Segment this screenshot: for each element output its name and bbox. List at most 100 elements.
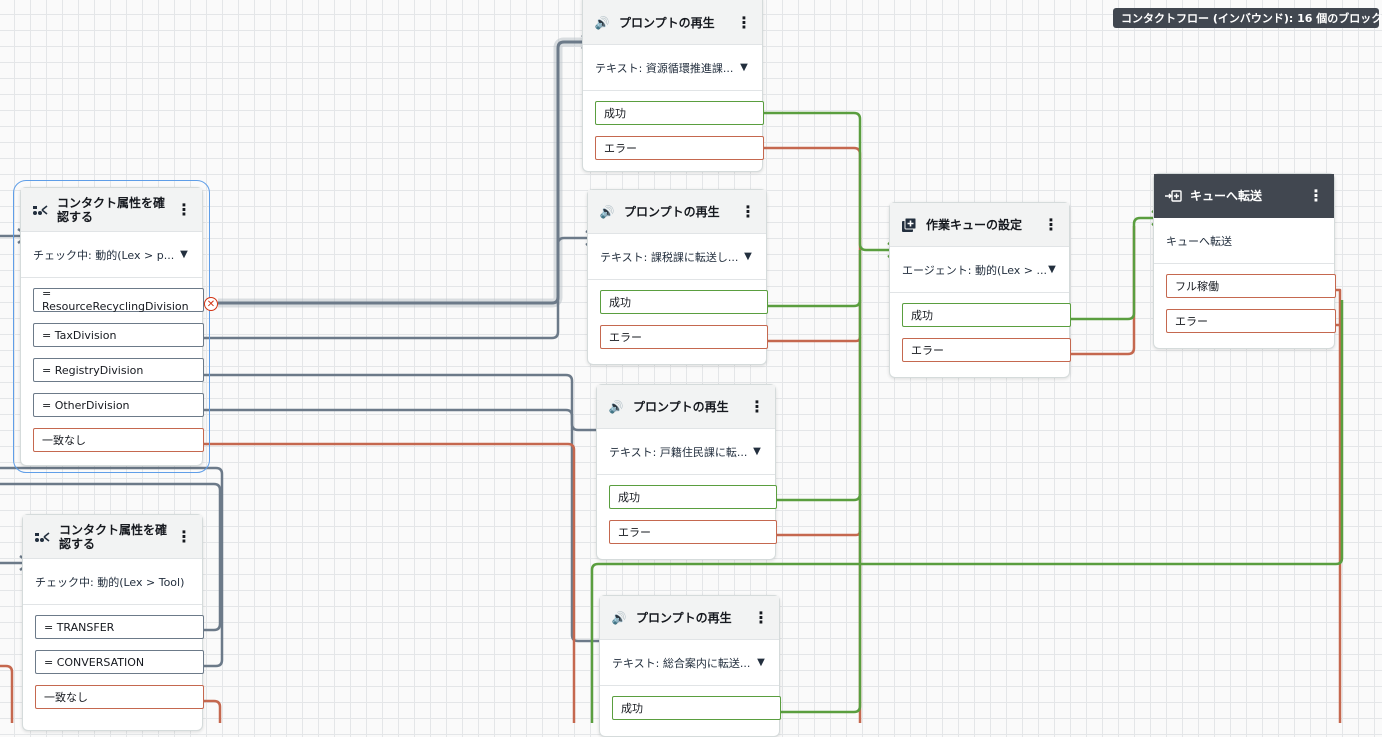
branch-nomatch[interactable]: 一致なし: [33, 428, 204, 452]
prompt2-error[interactable]: エラー: [600, 325, 768, 349]
wire-prompt3-ok: [776, 300, 862, 502]
more-options-icon[interactable]: ⋮: [176, 199, 192, 219]
prompt2-success[interactable]: 成功: [600, 290, 768, 314]
wire-prompt4-ok: [780, 494, 862, 714]
more-options-icon[interactable]: ⋮: [740, 201, 756, 221]
branch-icon: [33, 528, 51, 546]
more-options-icon[interactable]: ⋮: [176, 526, 192, 546]
wire-transfer-full: [1334, 288, 1342, 723]
queue-success[interactable]: 成功: [902, 303, 1071, 327]
prompt3-subtitle: テキスト: 戸籍住民課に転...: [609, 445, 748, 459]
prompt1-error[interactable]: エラー: [595, 136, 764, 160]
prompt2-subtitle: テキスト: 課税課に転送し...: [600, 250, 739, 264]
prompt1-title: プロンプトの再生: [619, 15, 715, 30]
chevron-down-icon[interactable]: ▼: [180, 249, 188, 260]
wire-transfer-loop: [0, 482, 222, 632]
branch-icon: [31, 201, 49, 219]
more-options-icon[interactable]: ⋮: [1043, 214, 1059, 234]
chevron-down-icon[interactable]: ▼: [753, 446, 761, 457]
speaker-icon: 🔊: [594, 15, 610, 30]
check2-subtitle: チェック中: 動的(Lex > Tool): [35, 575, 185, 589]
prompt1-subtitle-row[interactable]: テキスト: 資源循環推進課... ▼: [583, 45, 762, 91]
play-prompt-block-2[interactable]: 🔊 プロンプトの再生 ⋮ テキスト: 課税課に転送し... ▼ 成功 エラー: [587, 189, 768, 365]
prompt3-error[interactable]: エラー: [609, 520, 777, 544]
check2-title: コンタクト属性を確認する: [59, 522, 168, 551]
wire-nomatch-red: [202, 442, 576, 723]
transfer-icon: [1164, 187, 1182, 205]
more-options-icon[interactable]: ⋮: [749, 396, 765, 416]
delete-connection-icon[interactable]: ✕: [204, 297, 218, 311]
queue-subtitle-row[interactable]: エージェント: 動的(Lex > ... ▼: [890, 247, 1069, 293]
chevron-down-icon[interactable]: ▼: [744, 251, 752, 262]
queue-title: 作業キューの設定: [926, 217, 1023, 232]
prompt1-header[interactable]: 🔊 プロンプトの再生 ⋮: [583, 0, 762, 45]
play-prompt-block-3[interactable]: 🔊 プロンプトの再生 ⋮ テキスト: 戸籍住民課に転... ▼ 成功 エラー: [596, 384, 777, 560]
speaker-icon: 🔊: [611, 610, 627, 625]
wire-check2-nomatch: [202, 699, 222, 723]
prompt3-header[interactable]: 🔊 プロンプトの再生 ⋮: [597, 385, 775, 429]
wire-queue-err: [1070, 226, 1136, 356]
branch-nomatch-2[interactable]: 一致なし: [35, 685, 204, 709]
transfer-header[interactable]: キューへ転送 ⋮: [1154, 174, 1334, 218]
prompt1-subtitle: テキスト: 資源循環推進課...: [595, 61, 734, 75]
wire-conversation-loop: [0, 466, 224, 668]
prompt3-success[interactable]: 成功: [609, 485, 777, 509]
wire-resource-to-prompt1-line: [218, 40, 590, 305]
queue-subtitle: エージェント: 動的(Lex > ...: [902, 263, 1047, 277]
wire-prompt3-err: [776, 530, 862, 537]
set-working-queue-block[interactable]: 作業キューの設定 ⋮ エージェント: 動的(Lex > ... ▼ 成功 エラー: [889, 202, 1071, 378]
check2-subtitle-row[interactable]: チェック中: 動的(Lex > Tool): [23, 559, 202, 605]
check2-header[interactable]: コンタクト属性を確認する ⋮: [23, 515, 202, 559]
wire-prompt1-ok: [762, 111, 896, 252]
prompt3-subtitle-row[interactable]: テキスト: 戸籍住民課に転... ▼: [597, 429, 775, 475]
check1-subtitle: チェック中: 動的(Lex > p...: [33, 248, 175, 262]
transfer-at-capacity[interactable]: フル稼働: [1166, 274, 1336, 298]
play-prompt-block-1[interactable]: 🔊 プロンプトの再生 ⋮ テキスト: 資源循環推進課... ▼ 成功 エラー: [582, 0, 764, 172]
check-attributes-block-1[interactable]: コンタクト属性を確認する ⋮ チェック中: 動的(Lex > p... ▼ = …: [13, 180, 210, 473]
wire-left-red: [0, 664, 14, 723]
transfer-subtitle: キューへ転送: [1166, 234, 1232, 248]
check1-header[interactable]: コンタクト属性を確認する ⋮: [21, 188, 202, 232]
queue-header[interactable]: 作業キューの設定 ⋮: [890, 203, 1069, 247]
flow-connections: [0, 33, 1344, 723]
prompt2-title: プロンプトの再生: [624, 204, 720, 219]
chevron-down-icon[interactable]: ▼: [740, 62, 748, 73]
wire-prompt2-ok: [766, 250, 862, 308]
add-queue-icon: [900, 216, 918, 234]
more-options-icon[interactable]: ⋮: [1308, 186, 1324, 205]
prompt4-header[interactable]: 🔊 プロンプトの再生 ⋮: [600, 596, 779, 640]
queue-error[interactable]: エラー: [902, 338, 1071, 362]
wire-queue-ok: [1070, 216, 1160, 321]
speaker-icon: 🔊: [608, 399, 624, 414]
prompt4-subtitle-row[interactable]: テキスト: 総合案内に転送... ▼: [600, 640, 779, 686]
chevron-down-icon[interactable]: ▼: [1048, 264, 1056, 275]
prompt4-title: プロンプトの再生: [636, 610, 732, 625]
branch-registry[interactable]: = RegistryDivision: [33, 358, 204, 382]
check1-subtitle-row[interactable]: チェック中: 動的(Lex > p... ▼: [21, 232, 202, 278]
check1-title: コンタクト属性を確認する: [57, 195, 166, 224]
transfer-to-queue-block[interactable]: キューへ転送 ⋮ キューへ転送 フル稼働 エラー: [1153, 173, 1336, 349]
wire-resource-to-prompt1: [218, 37, 590, 308]
more-options-icon[interactable]: ⋮: [736, 12, 752, 32]
prompt2-header[interactable]: 🔊 プロンプトの再生 ⋮: [588, 190, 766, 234]
branch-resource[interactable]: = ResourceRecyclingDivision: [33, 287, 204, 313]
prompt3-title: プロンプトの再生: [633, 399, 729, 414]
transfer-error[interactable]: エラー: [1166, 309, 1336, 333]
branch-conversation[interactable]: = CONVERSATION: [35, 650, 204, 674]
prompt4-subtitle: テキスト: 総合案内に転送...: [612, 656, 751, 670]
wire-prompt2-err: [766, 336, 862, 343]
transfer-subtitle-row[interactable]: キューへ転送: [1154, 218, 1334, 264]
wire-tax-to-prompt2: [202, 236, 594, 340]
branch-tax[interactable]: = TaxDivision: [33, 323, 204, 347]
prompt2-subtitle-row[interactable]: テキスト: 課税課に転送し... ▼: [588, 234, 766, 280]
play-prompt-block-4[interactable]: 🔊 プロンプトの再生 ⋮ テキスト: 総合案内に転送... ▼ 成功: [599, 595, 781, 737]
chevron-down-icon[interactable]: ▼: [757, 657, 765, 668]
wire-registry-to-prompt3: [202, 373, 605, 432]
speaker-icon: 🔊: [599, 204, 615, 219]
check-attributes-block-2[interactable]: コンタクト属性を確認する ⋮ チェック中: 動的(Lex > Tool) = T…: [22, 514, 204, 731]
prompt1-success[interactable]: 成功: [595, 101, 764, 125]
prompt4-success[interactable]: 成功: [612, 696, 781, 720]
branch-other[interactable]: = OtherDivision: [33, 393, 204, 417]
branch-transfer[interactable]: = TRANSFER: [35, 615, 204, 639]
more-options-icon[interactable]: ⋮: [753, 607, 769, 627]
